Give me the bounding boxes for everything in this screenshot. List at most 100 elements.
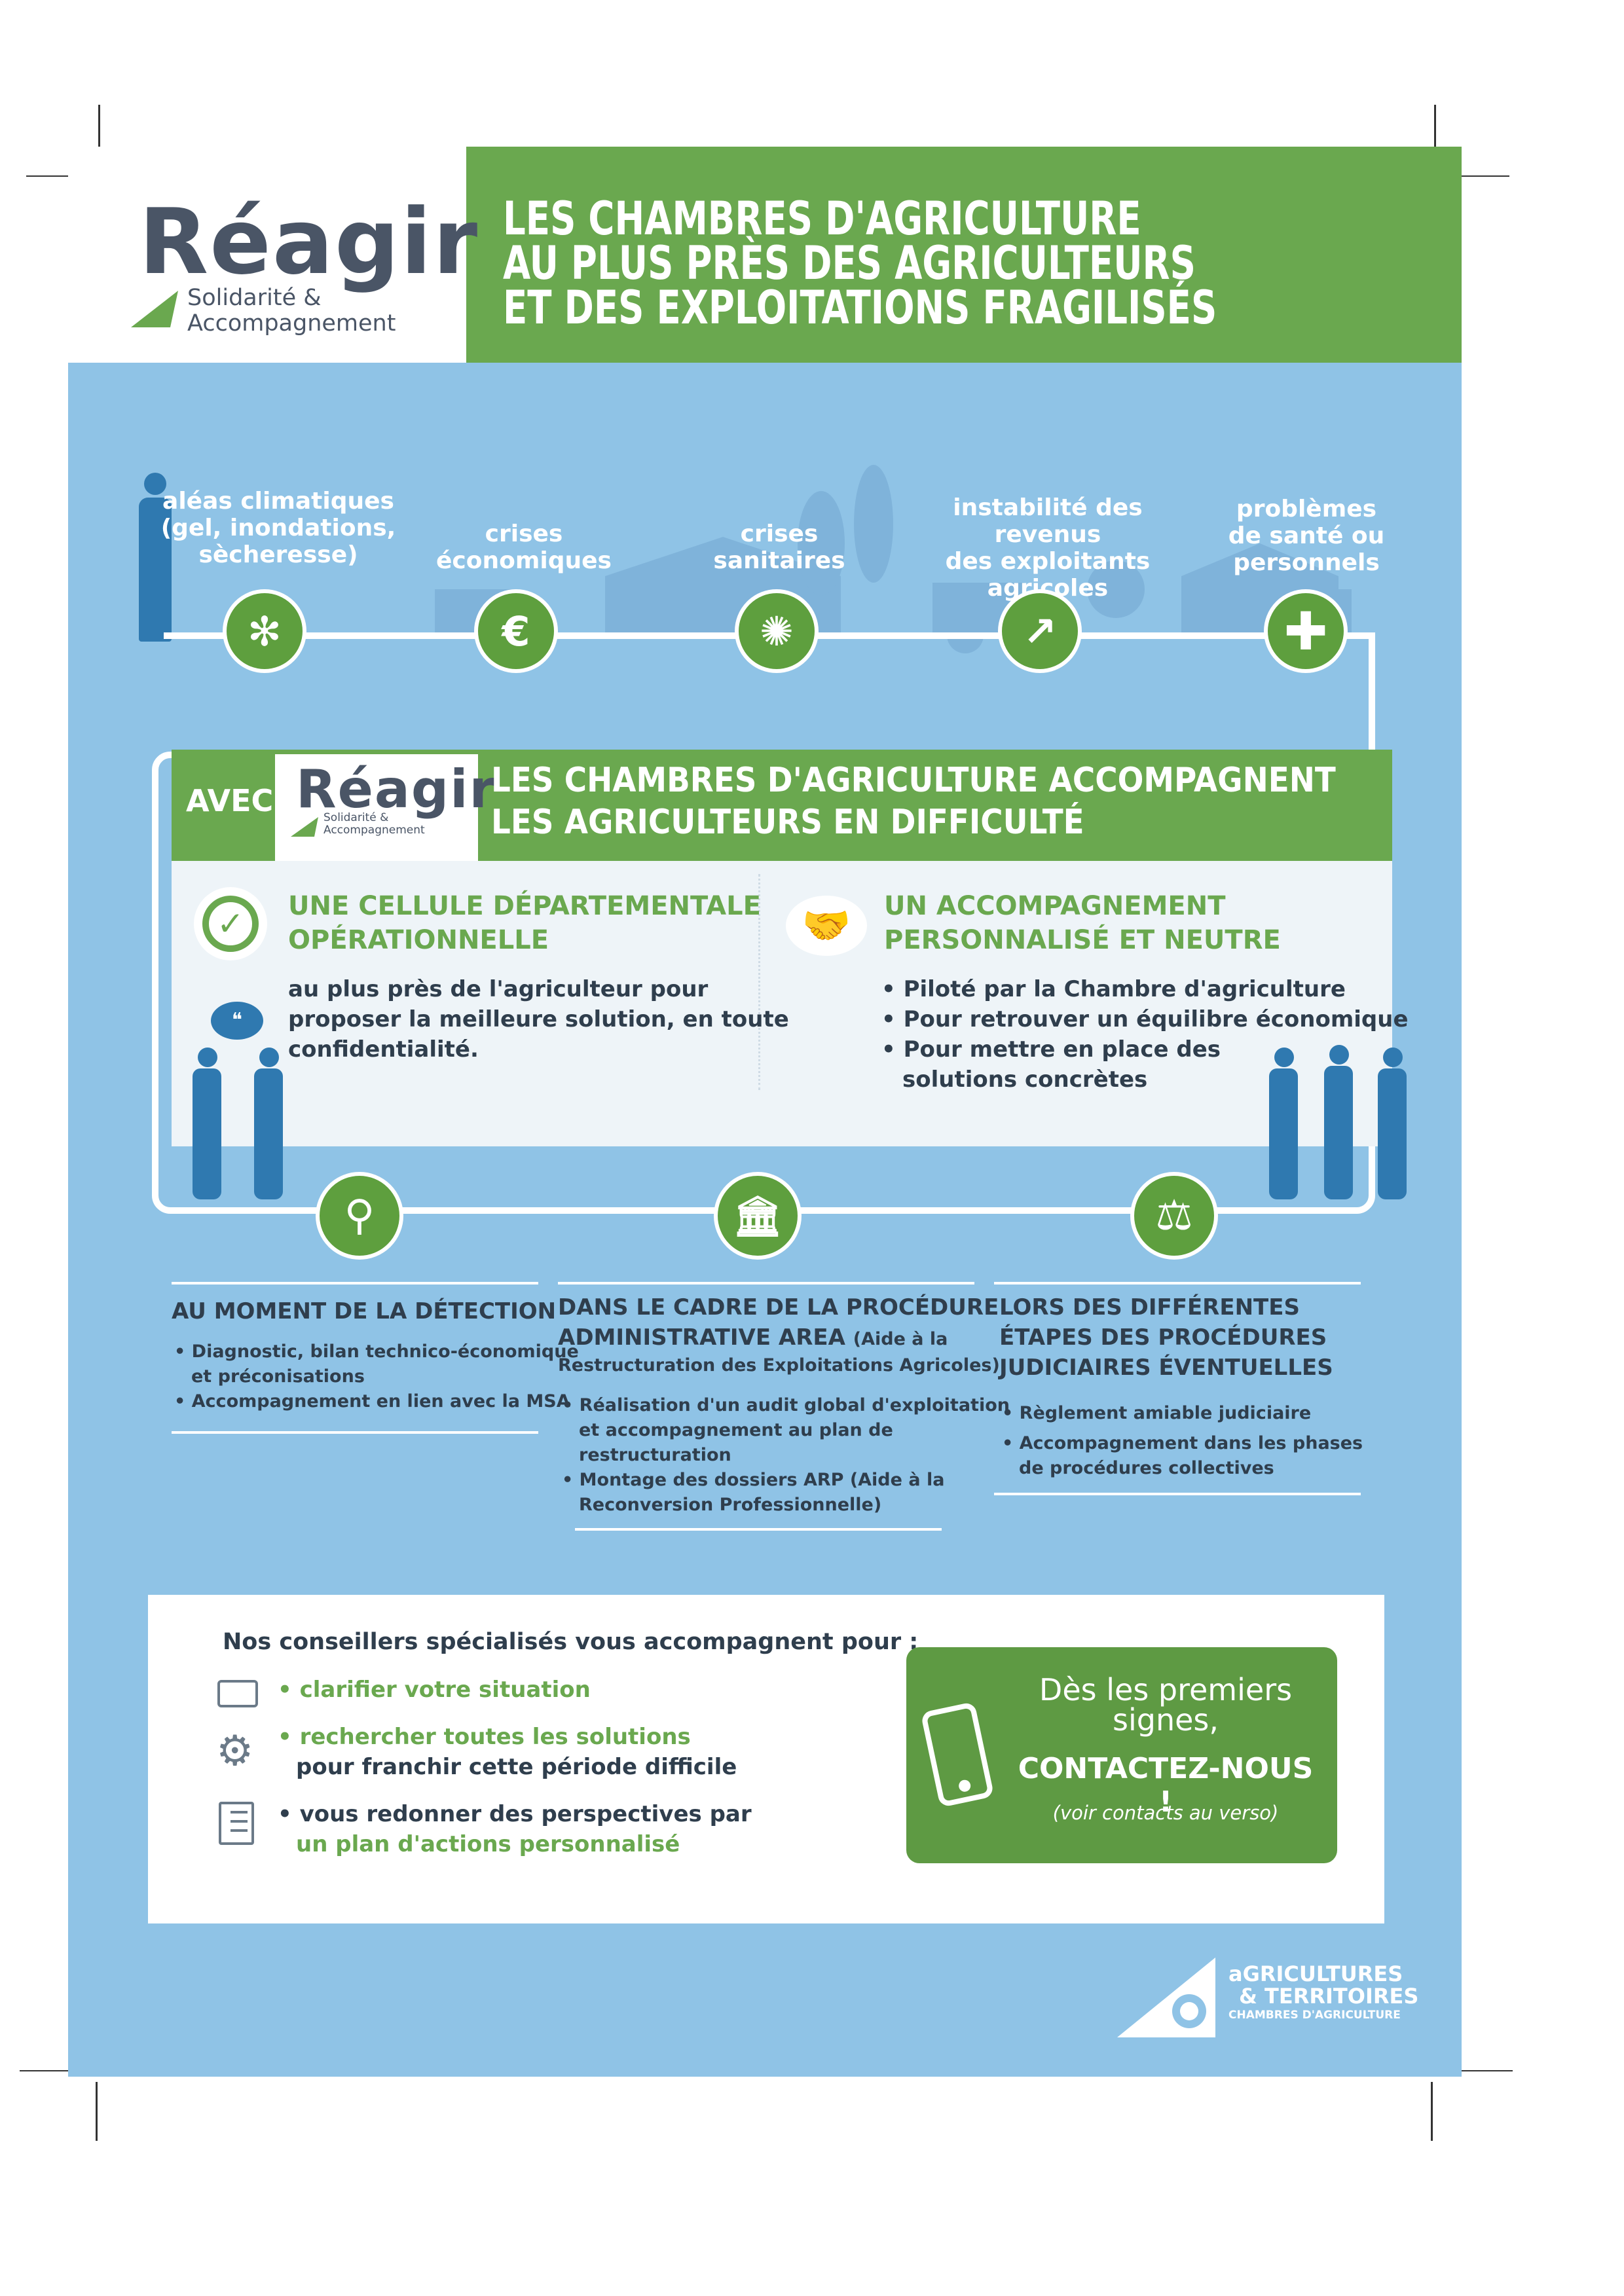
accompagnement-bullets: • Piloté par la Chambre d'agriculture • … — [881, 974, 1409, 1095]
speech-bubble-icon: ❝ — [211, 1002, 263, 1040]
risk-label-health: problèmes de santé ou personnels — [1218, 496, 1395, 576]
farmer-figure-body — [139, 498, 172, 642]
avec-title: LES CHAMBRES D'AGRICULTURE ACCOMPAGNENT … — [491, 759, 1336, 843]
person-figure-head — [1329, 1045, 1349, 1065]
farmer-figure-head — [144, 473, 166, 495]
cellule-heading-line: UNE CELLULE DÉPARTEMENTALE — [288, 891, 761, 921]
leaf-logo-icon — [131, 291, 178, 327]
person-figure-head — [259, 1048, 279, 1067]
column-heading-note: (Aide à la — [853, 1329, 948, 1349]
column-heading-line: ADMINISTRATIVE AREA — [558, 1324, 845, 1351]
column-rule — [172, 1431, 538, 1434]
column-heading-note: Restructuration des Exploitations Agrico… — [558, 1355, 1000, 1376]
risk-line: économiques — [436, 547, 612, 574]
person-figure-body — [193, 1068, 221, 1199]
risk-line: de santé ou — [1228, 522, 1385, 549]
column-rule — [575, 1528, 942, 1531]
contact-line: signes, — [1113, 1702, 1219, 1738]
person-figure-body — [254, 1068, 283, 1199]
column-area-heading: DANS LE CADRE DE LA PROCÉDURE ADMINISTRA… — [558, 1292, 1000, 1377]
person-figure-head — [198, 1048, 217, 1067]
risk-line: sanitaires — [713, 547, 845, 574]
reagir-logo-word-small: Réagir — [296, 759, 496, 820]
column-heading-line: DANS LE CADRE DE LA PROCÉDURE — [558, 1294, 999, 1321]
column-rule — [994, 1493, 1361, 1495]
avec-title-line: LES AGRICULTEURS EN DIFFICULTÉ — [491, 803, 1084, 842]
snowflake-icon: ✻ — [223, 589, 306, 673]
column-item: Reconversion Professionnelle) — [579, 1495, 882, 1515]
crop-mark — [1454, 2070, 1513, 2071]
contact-heading: Dès les premiers signes, — [1008, 1675, 1323, 1735]
cellule-heading-line: OPÉRATIONNELLE — [288, 925, 549, 955]
risk-label-climatic: aléas climatiques (gel, inondations, sèc… — [157, 488, 399, 568]
crop-mark — [1434, 105, 1436, 164]
logo-sub-line: Accompagnement — [323, 823, 425, 837]
euro-decline-icon: € — [474, 589, 558, 673]
column-item: et préconisations — [191, 1366, 365, 1387]
checklist-icon — [219, 1802, 254, 1845]
column-item: • Diagnostic, bilan technico-économique — [174, 1341, 579, 1362]
handshake-icon: 🤝 — [786, 896, 867, 956]
main-title: LES CHAMBRES D'AGRICULTURE AU PLUS PRÈS … — [503, 192, 1217, 331]
agricultures-territoires-logo-icon — [1117, 1958, 1215, 2037]
person-figure-body — [1269, 1068, 1298, 1199]
risk-label-sanitary: crises sanitaires — [688, 520, 871, 574]
risk-line: aléas climatiques — [162, 488, 394, 515]
chat-bubbles-icon — [217, 1680, 258, 1707]
person-figure-body — [1378, 1068, 1407, 1199]
logo-sub-line: Solidarité & — [323, 811, 389, 824]
logo-subtitle: Solidarité & Accompagnement — [187, 285, 396, 336]
contact-cta: CONTACTEZ-NOUS ! — [1018, 1752, 1314, 1819]
title-line: LES CHAMBRES D'AGRICULTURE — [503, 192, 1141, 246]
column-rule — [558, 1282, 974, 1285]
column-item: • Montage des dossiers ARP (Aide à la — [562, 1470, 945, 1490]
advisors-line: pour franchir cette période difficile — [296, 1754, 737, 1780]
advisors-item-clarify: • clarifier votre situation — [278, 1677, 591, 1703]
footer-logo-line: aGRICULTURES — [1228, 1961, 1403, 1986]
virus-icon: ✺ — [735, 589, 819, 673]
avec-label: AVEC — [186, 783, 274, 818]
risk-line: personnels — [1233, 549, 1380, 576]
accompagnement-bullet: • Pour mettre en place des — [881, 1036, 1221, 1063]
column-heading-line: JUDICIAIRES ÉVENTUELLES — [999, 1355, 1333, 1381]
column-item: • Accompagnement en lien avec la MSA — [174, 1391, 570, 1412]
column-item: • Réalisation d'un audit global d'exploi… — [562, 1395, 1010, 1415]
column-item: restructuration — [579, 1445, 731, 1465]
cellule-heading: UNE CELLULE DÉPARTEMENTALE OPÉRATIONNELL… — [288, 889, 761, 957]
footer-logo-line: & TERRITOIRES — [1239, 1984, 1419, 2009]
column-item: de procédures collectives — [1019, 1458, 1274, 1478]
accompagnement-bullet: • Piloté par la Chambre d'agriculture — [881, 976, 1346, 1002]
footer-logo-line: CHAMBRES D'AGRICULTURE — [1228, 2009, 1401, 2022]
cellule-text-line: au plus près de l'agriculteur pour — [288, 976, 709, 1002]
risk-line: crises — [485, 520, 563, 547]
scales-of-justice-icon: ⚖ — [1130, 1172, 1218, 1260]
advisors-item-perspectives: • vous redonner des perspectives par un … — [278, 1799, 752, 1859]
crop-mark — [26, 175, 85, 177]
risk-line: problèmes — [1236, 496, 1377, 522]
medical-cross-icon: ✚ — [1264, 589, 1348, 673]
institution-building-icon: 🏛 — [714, 1172, 802, 1260]
advisors-line: un plan d'actions personnalisé — [296, 1831, 680, 1857]
risk-line: (gel, inondations, — [160, 515, 396, 541]
contact-callout[interactable] — [906, 1647, 1337, 1863]
column-area-items: • Réalisation d'un audit global d'exploi… — [562, 1393, 1010, 1518]
magnifier-icon: ⚲ — [316, 1172, 403, 1260]
advisors-heading: Nos conseillers spécialisés vous accompa… — [223, 1629, 919, 1655]
title-line: AU PLUS PRÈS DES AGRICULTEURS — [503, 236, 1196, 290]
logo-sub-line: Accompagnement — [187, 310, 396, 337]
contact-line: Dès les premiers — [1039, 1672, 1293, 1707]
column-detection-items: • Diagnostic, bilan technico-économique … — [174, 1339, 579, 1414]
column-rule — [994, 1282, 1361, 1285]
panel-divider — [758, 874, 760, 1090]
column-detection-heading: AU MOMENT DE LA DÉTECTION — [172, 1298, 557, 1324]
crop-mark — [98, 105, 100, 164]
footer-logo-text: aGRICULTURES & TERRITOIRES CHAMBRES D'AG… — [1228, 1963, 1418, 2023]
gears-icon: ⚙ — [216, 1727, 254, 1776]
accompagnement-bullet: • Pour retrouver un équilibre économique — [881, 1006, 1409, 1032]
avec-logo-box — [275, 754, 478, 866]
column-heading-line: ÉTAPES DES PROCÉDURES — [999, 1324, 1327, 1351]
cellule-text-line: confidentialité. — [288, 1036, 479, 1063]
timeline-connector — [1369, 632, 1375, 752]
column-heading-line: LORS DES DIFFÉRENTES — [999, 1294, 1300, 1321]
crop-mark — [20, 2070, 79, 2071]
